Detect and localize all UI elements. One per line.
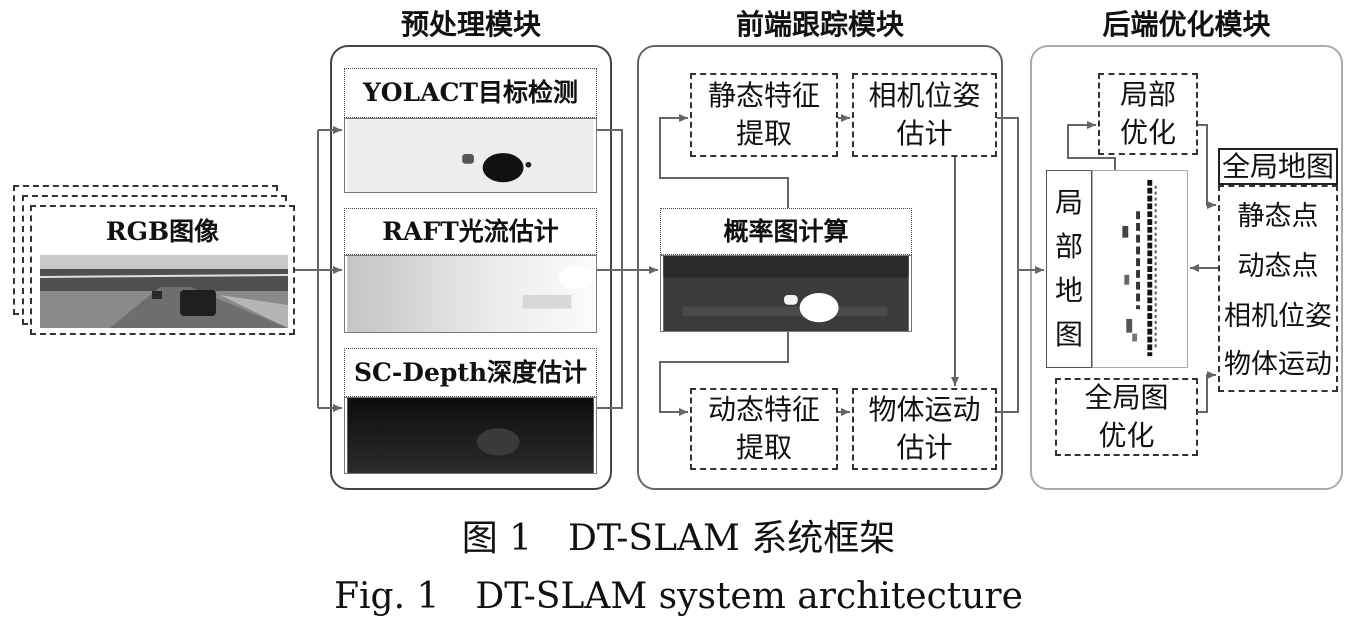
global-map-title: 全局地图 — [1218, 148, 1338, 185]
yolact-detection-title: YOLACT目标检测 — [344, 68, 597, 118]
car-mask-blob — [482, 153, 524, 183]
dynamic-feature-extraction-box: 动态特征 提取 — [690, 388, 838, 470]
frontend-module-title: 前端跟踪模块 — [735, 8, 904, 41]
local-map-label-box: 局 部 地 图 — [1046, 170, 1092, 368]
dynamic-feature-label-line2: 提取 — [735, 431, 792, 464]
local-map-char-1: 局 — [1054, 186, 1083, 219]
global-map-list: 静态点 动态点 相机位姿 物体运动 — [1218, 185, 1338, 392]
figure-caption-cn: 图 1 DT-SLAM 系统框架 — [461, 518, 896, 559]
rgb-road-image — [40, 255, 288, 328]
object-motion-estimation-box: 物体运动 估计 — [852, 388, 997, 470]
static-feature-label-line1: 静态特征 — [707, 79, 820, 112]
sc-depth-title: SC-Depth深度估计 — [344, 348, 597, 397]
preprocessing-module-title: 预处理模块 — [400, 8, 541, 41]
object-motion-label-line1: 物体运动 — [868, 393, 981, 426]
static-feature-extraction-box: 静态特征 提取 — [690, 73, 838, 157]
yolact-mask-image — [344, 118, 597, 193]
global-map-item-object-motion: 物体运动 — [1224, 349, 1332, 380]
rgb-input-label: RGB图像 — [105, 217, 220, 246]
sc-depth-image — [344, 397, 597, 474]
global-opt-label-line1: 全局图 — [1084, 381, 1169, 414]
local-opt-label-line1: 局部 — [1119, 78, 1176, 111]
global-map-item-static-points: 静态点 — [1237, 201, 1319, 232]
flow-bright-region — [558, 265, 594, 290]
depth-object-region — [476, 428, 520, 456]
camera-pose-estimation-box: 相机位姿 估计 — [852, 73, 997, 157]
dynamic-object-blob — [799, 293, 839, 323]
local-map-char-2: 部 — [1054, 230, 1083, 263]
local-opt-label-line2: 优化 — [1119, 116, 1176, 149]
global-map-item-dynamic-points: 动态点 — [1237, 251, 1319, 282]
figure-caption-en: Fig. 1 DT-SLAM system architecture — [334, 576, 1023, 617]
camera-pose-label-line1: 相机位姿 — [868, 79, 981, 112]
global-opt-label-line2: 优化 — [1098, 419, 1155, 452]
sidewalk — [220, 295, 288, 328]
local-map-char-3: 地 — [1054, 274, 1083, 307]
probability-map-title: 概率图计算 — [660, 208, 912, 255]
input-trunk-line — [295, 130, 319, 408]
camera-pose-label-line2: 估计 — [896, 117, 953, 150]
local-map-char-4: 图 — [1054, 318, 1083, 351]
car-shape — [180, 290, 216, 316]
object-motion-label-line2: 估计 — [896, 431, 953, 464]
dynamic-feature-label-line1: 动态特征 — [707, 393, 820, 426]
small-mask-blob — [462, 154, 474, 164]
backend-module — [1030, 45, 1343, 490]
global-map-item-camera-poses: 相机位姿 — [1224, 301, 1332, 332]
global-graph-optimization-box: 全局图 优化 — [1055, 378, 1198, 456]
raft-flow-title: RAFT光流估计 — [344, 208, 597, 255]
local-map-image — [1092, 170, 1188, 368]
backend-module-title: 后端优化模块 — [1102, 8, 1271, 41]
raft-flow-image — [344, 255, 597, 333]
probability-map-image — [660, 255, 912, 332]
local-optimization-box: 局部 优化 — [1098, 73, 1198, 155]
static-feature-label-line2: 提取 — [735, 117, 792, 150]
small-dynamic-blob — [784, 294, 798, 305]
